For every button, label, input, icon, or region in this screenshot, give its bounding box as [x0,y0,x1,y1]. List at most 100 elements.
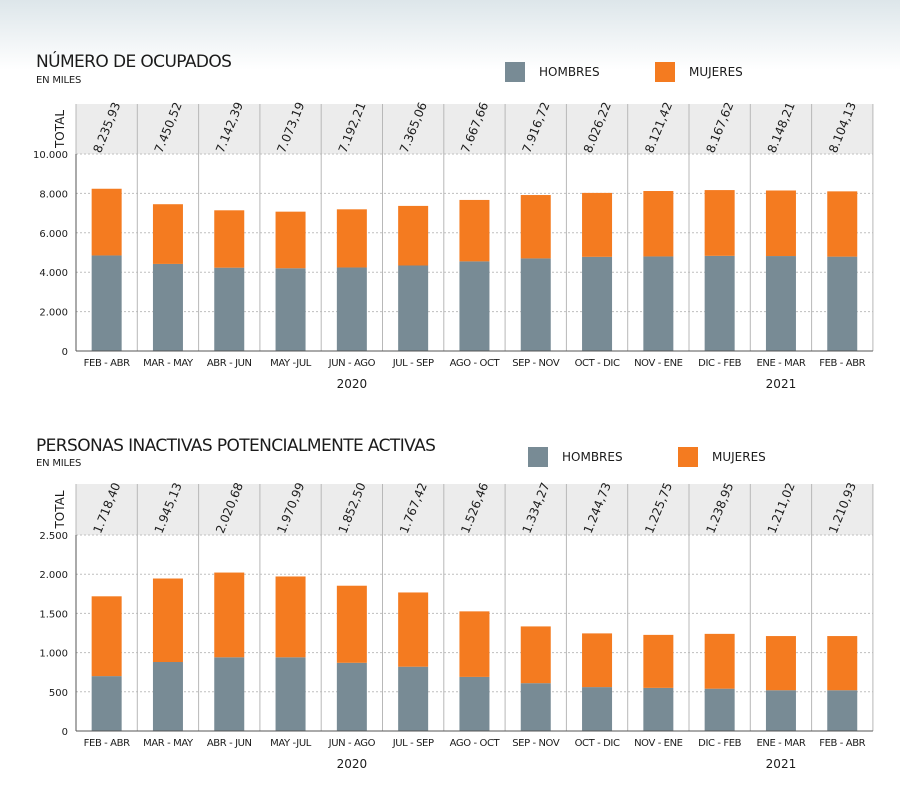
bar-hombres [214,267,245,351]
x-tick-label: AGO - OCT [450,738,501,749]
x-tick-label: MAR - MAY [143,738,194,749]
year-label: 2021 [766,757,797,771]
bar-mujeres [827,636,858,691]
bar-hombres [765,256,796,351]
bar-hombres [152,662,183,731]
x-tick-label: JUL - SEP [392,358,434,369]
bar-mujeres [765,636,796,691]
y-tick-label: 6.000 [39,229,68,240]
x-tick-label: DIC - FEB [698,738,741,749]
legend-swatch-hombres [505,62,525,82]
x-tick-label: MAY -JUL [270,738,312,749]
bar-mujeres [643,191,674,257]
x-tick-label: JUN - AGO [328,358,376,369]
y-tick-label: 2.000 [39,308,68,319]
y-tick-label: 2.500 [39,531,68,542]
legend-mujeres: MUJERES [678,447,766,467]
header-background [0,0,900,70]
bar-hombres [275,268,306,351]
bar-hombres [275,657,306,731]
legend-mujeres: MUJERES [655,62,743,82]
x-tick-label: ABR - JUN [207,358,252,369]
legend-label-hombres: HOMBRES [562,450,623,464]
y-tick-label: 1.000 [39,649,68,660]
bar-hombres [336,267,367,351]
legend-hombres: HOMBRES [505,62,600,82]
y-tick-label: 8.000 [39,189,68,200]
y-tick-label: 2.000 [39,570,68,581]
bar-hombres [643,256,674,351]
x-tick-label: AGO - OCT [450,358,501,369]
bar-mujeres [643,634,674,688]
bar-mujeres [152,578,183,663]
bar-hombres [398,666,429,731]
x-tick-label: FEB - ABR [84,358,130,369]
bar-mujeres [459,199,490,262]
bar-hombres [91,676,122,731]
chart-title: NÚMERO DE OCUPADOS [36,52,232,72]
bar-mujeres [765,190,796,257]
bar-mujeres [398,592,429,667]
bar-mujeres [704,190,735,256]
total-axis-label: TOTAL [53,490,67,529]
x-tick-label: MAR - MAY [143,358,194,369]
x-tick-label: ENE - MAR [756,358,805,369]
bar-hombres [520,683,551,731]
bar-mujeres [704,633,735,689]
bar-mujeres [398,205,429,266]
bar-mujeres [91,596,122,677]
legend-label-hombres: HOMBRES [539,65,600,79]
bar-hombres [91,255,122,351]
x-tick-label: FEB - ABR [84,738,130,749]
totals-band [76,104,873,154]
bar-mujeres [582,192,613,257]
x-tick-label: OCT - DIC [575,358,620,369]
legend-swatch-mujeres [655,62,675,82]
year-label: 2020 [337,377,368,391]
bar-hombres [704,255,735,351]
x-tick-label: SEP - NOV [512,738,560,749]
bar-mujeres [275,211,306,269]
bar-mujeres [152,204,183,264]
bar-mujeres [520,195,551,259]
bar-hombres [704,688,735,731]
x-tick-label: MAY -JUL [270,358,312,369]
y-tick-label: 10.000 [33,150,68,161]
x-tick-label: FEB - ABR [819,738,865,749]
year-label: 2021 [766,377,797,391]
x-tick-label: ENE - MAR [756,738,805,749]
bar-mujeres [336,585,367,663]
bar-hombres [643,687,674,731]
x-tick-label: OCT - DIC [575,738,620,749]
bar-mujeres [582,633,613,688]
legend-hombres: HOMBRES [528,447,623,467]
bar-mujeres [336,209,367,268]
bar-hombres [582,687,613,731]
bar-hombres [152,263,183,351]
bar-hombres [214,657,245,731]
chart-subtitle: EN MILES [36,458,82,469]
bar-hombres [827,256,858,351]
y-tick-label: 0 [62,727,68,738]
y-tick-label: 0 [62,347,68,358]
bar-mujeres [214,572,245,658]
y-tick-label: 1.500 [39,609,68,620]
bar-mujeres [275,576,306,658]
chart-subtitle: EN MILES [36,75,82,86]
x-tick-label: ABR - JUN [207,738,252,749]
x-tick-label: FEB - ABR [819,358,865,369]
x-tick-label: DIC - FEB [698,358,741,369]
x-tick-label: NOV - ENE [634,358,683,369]
legend-label-mujeres: MUJERES [712,450,766,464]
x-tick-label: JUL - SEP [392,738,434,749]
bar-hombres [459,261,490,351]
legend-swatch-hombres [528,447,548,467]
bar-hombres [765,690,796,731]
legend-label-mujeres: MUJERES [689,65,743,79]
bar-mujeres [520,626,551,684]
bar-mujeres [459,611,490,677]
totals-band [76,484,873,535]
chart-ocupados: NÚMERO DE OCUPADOS EN MILES HOMBRES MUJE… [0,0,900,400]
